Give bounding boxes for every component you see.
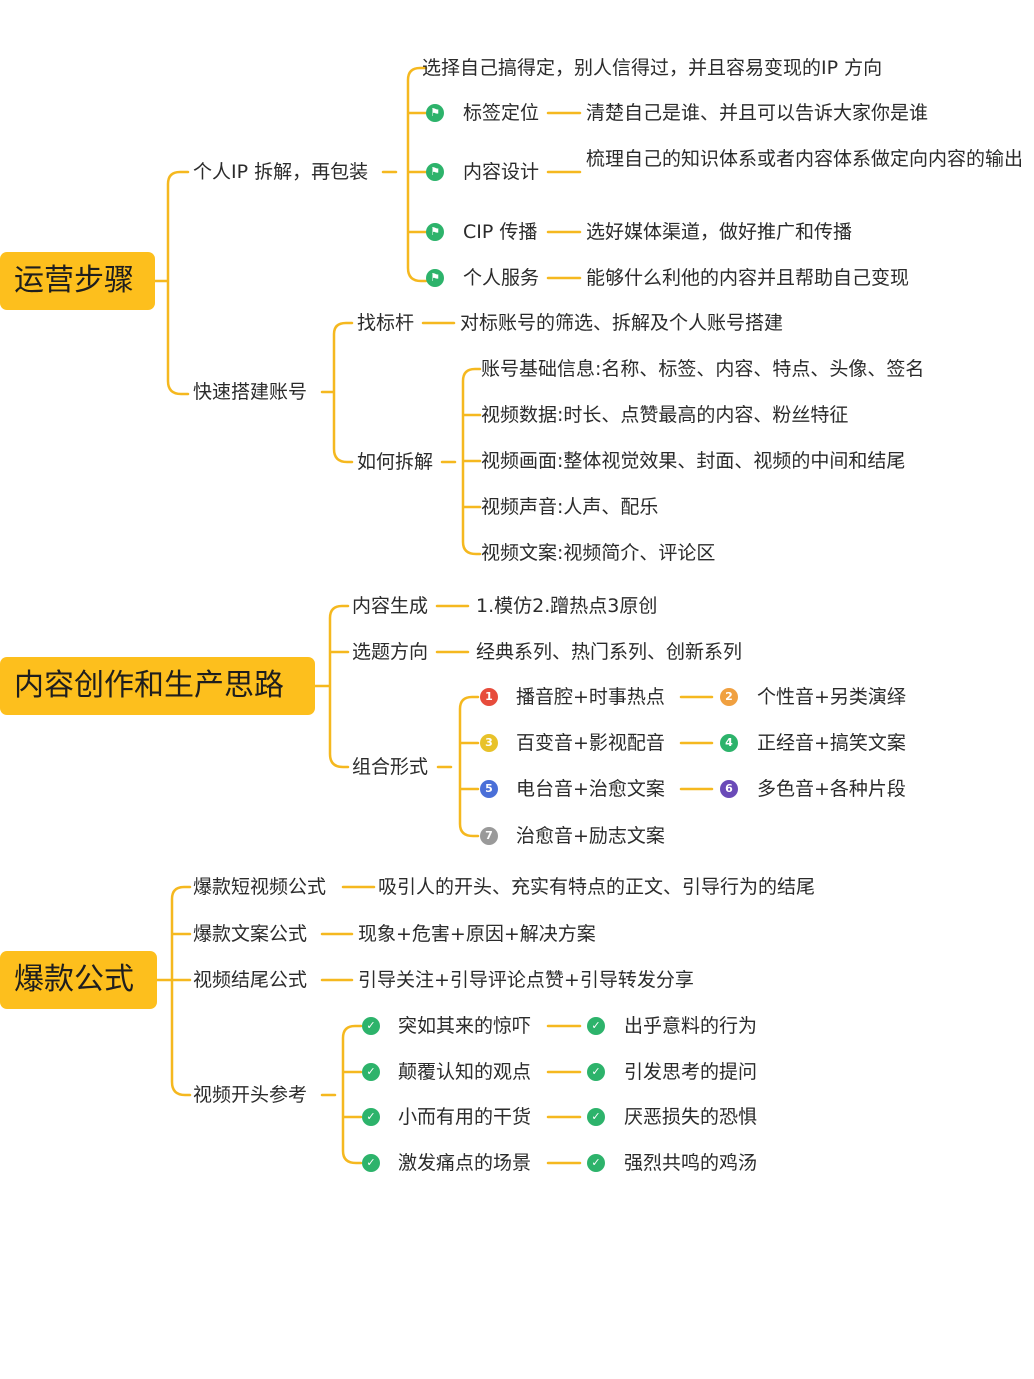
combo-item: 电台音+治愈文案 — [516, 778, 665, 800]
personal-service-desc: 能够什么利他的内容并且帮助自己变现 — [586, 267, 910, 289]
combo-item: 正经音+搞笑文案 — [757, 732, 906, 754]
content-design-desc: 梳理自己的知识体系或者内容体系做定向内容的输出 — [586, 148, 1024, 170]
check-icon: ✓ — [587, 1154, 605, 1172]
breakdown-item: 账号基础信息:名称、标签、内容、特点、头像、签名 — [481, 358, 925, 380]
content-generation-desc: 1.模仿2.蹭热点3原创 — [476, 595, 658, 617]
opening-item: 小而有用的干货 — [398, 1106, 532, 1128]
topic-direction-desc: 经典系列、热门系列、创新系列 — [476, 641, 743, 663]
number-4-icon: 4 — [720, 734, 738, 752]
node-content-design[interactable]: 内容设计 — [463, 161, 540, 183]
combo-item: 百变音+影视配音 — [516, 732, 665, 754]
opening-item: 厌恶损失的恐惧 — [624, 1106, 758, 1128]
node-find-benchmark[interactable]: 找标杆 — [357, 312, 415, 334]
breakdown-item: 视频声音:人声、配乐 — [481, 496, 659, 518]
opening-item: 引发思考的提问 — [624, 1061, 758, 1083]
check-icon: ✓ — [362, 1063, 380, 1081]
ip-direction-text: 选择自己搞得定，别人信得过，并且容易变现的IP 方向 — [422, 57, 883, 79]
hit-video-formula-desc: 吸引人的开头、充实有特点的正文、引导行为的结尾 — [378, 876, 816, 898]
tag-positioning-desc: 清楚自己是谁、并且可以告诉大家你是谁 — [586, 102, 929, 124]
node-tag-positioning[interactable]: 标签定位 — [463, 102, 540, 124]
root-node-hit-formula[interactable]: 爆款公式 — [0, 951, 157, 1009]
breakdown-item: 视频画面:整体视觉效果、封面、视频的中间和结尾 — [481, 450, 906, 472]
flag-icon: ⚑ — [426, 163, 444, 181]
root-node-operation-steps[interactable]: 运营步骤 — [0, 252, 155, 310]
node-personal-service[interactable]: 个人服务 — [463, 267, 540, 289]
check-icon: ✓ — [362, 1108, 380, 1126]
flag-icon: ⚑ — [426, 104, 444, 122]
opening-item: 出乎意料的行为 — [624, 1015, 758, 1037]
root-node-content-creation[interactable]: 内容创作和生产思路 — [0, 657, 315, 715]
branch-personal-ip[interactable]: 个人IP 拆解，再包装 — [193, 161, 369, 183]
breakdown-item: 视频文案:视频简介、评论区 — [481, 542, 716, 564]
combo-item: 多色音+各种片段 — [757, 778, 906, 800]
cip-spread-desc: 选好媒体渠道，做好推广和传播 — [586, 221, 853, 243]
opening-item: 颠覆认知的观点 — [398, 1061, 532, 1083]
branch-video-ending-formula[interactable]: 视频结尾公式 — [193, 969, 308, 991]
node-cip-spread[interactable]: CIP 传播 — [463, 221, 538, 243]
hit-copy-formula-desc: 现象+危害+原因+解决方案 — [358, 923, 596, 945]
combo-item: 个性音+另类演绎 — [757, 686, 906, 708]
check-icon: ✓ — [362, 1154, 380, 1172]
breakdown-item: 视频数据:时长、点赞最高的内容、粉丝特征 — [481, 404, 849, 426]
node-how-to-break-down[interactable]: 如何拆解 — [357, 451, 434, 473]
number-7-icon: 7 — [480, 827, 498, 845]
check-icon: ✓ — [587, 1108, 605, 1126]
branch-hit-video-formula[interactable]: 爆款短视频公式 — [193, 876, 327, 898]
flag-icon: ⚑ — [426, 269, 444, 287]
combo-item: 播音腔+时事热点 — [516, 686, 665, 708]
video-ending-formula-desc: 引导关注+引导评论点赞+引导转发分享 — [358, 969, 694, 991]
branch-quick-account[interactable]: 快速搭建账号 — [193, 381, 308, 403]
number-1-icon: 1 — [480, 688, 498, 706]
number-6-icon: 6 — [720, 780, 738, 798]
number-2-icon: 2 — [720, 688, 738, 706]
combo-item: 治愈音+励志文案 — [516, 825, 665, 847]
check-icon: ✓ — [587, 1063, 605, 1081]
branch-hit-copy-formula[interactable]: 爆款文案公式 — [193, 923, 308, 945]
check-icon: ✓ — [587, 1017, 605, 1035]
number-5-icon: 5 — [480, 780, 498, 798]
opening-item: 强烈共鸣的鸡汤 — [624, 1152, 758, 1174]
opening-item: 突如其来的惊吓 — [398, 1015, 532, 1037]
branch-combination-form[interactable]: 组合形式 — [352, 756, 429, 778]
branch-video-opening-reference[interactable]: 视频开头参考 — [193, 1084, 308, 1106]
flag-icon: ⚑ — [426, 223, 444, 241]
branch-content-generation[interactable]: 内容生成 — [352, 595, 429, 617]
branch-topic-direction[interactable]: 选题方向 — [352, 641, 429, 663]
check-icon: ✓ — [362, 1017, 380, 1035]
number-3-icon: 3 — [480, 734, 498, 752]
opening-item: 激发痛点的场景 — [398, 1152, 532, 1174]
benchmark-desc: 对标账号的筛选、拆解及个人账号搭建 — [460, 312, 784, 334]
